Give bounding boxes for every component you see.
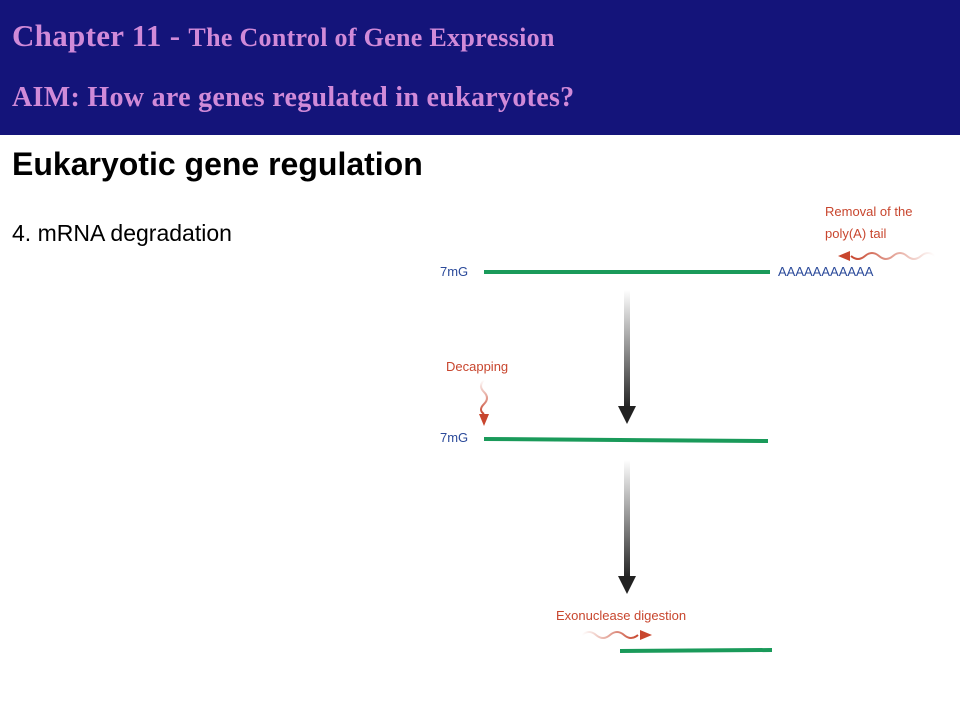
bullet-item: 4. mRNA degradation — [12, 220, 232, 246]
removal-label-line2: poly(A) tail — [825, 226, 887, 241]
cap-label-2: 7mG — [440, 430, 468, 445]
mrna-strand-3 — [619, 648, 773, 653]
down-arrow-2-shaft — [624, 460, 630, 578]
down-arrow-2-head — [618, 576, 636, 594]
title-banner: Chapter 11 - The Control of Gene Express… — [0, 0, 960, 135]
polya-tail-label: AAAAAAAAAAA — [778, 264, 874, 279]
cap-label-1: 7mG — [440, 264, 468, 279]
decapping-arrowhead — [479, 414, 489, 426]
exonuclease-label: Exonuclease digestion — [556, 608, 686, 623]
slide-heading: Eukaryotic gene regulation — [12, 146, 423, 182]
mrna-strand-2 — [483, 437, 769, 443]
decapping-label: Decapping — [446, 359, 508, 374]
aim-text: AIM: How are genes regulated in eukaryot… — [12, 82, 575, 113]
chapter-title: Chapter 11 - The Control of Gene Express… — [12, 18, 555, 54]
down-arrow-1-head — [618, 406, 636, 424]
removal-arrowhead — [838, 251, 850, 261]
exonuclease-arrow — [581, 631, 639, 639]
down-arrow-1-shaft — [624, 290, 630, 408]
removal-label-line1: Removal of the — [825, 204, 912, 219]
chapter-name: The Control of Gene Expression — [188, 23, 555, 52]
chapter-prefix: Chapter 11 - — [12, 18, 189, 53]
removal-arrow — [850, 252, 936, 260]
decapping-arrow — [480, 379, 488, 415]
exonuclease-arrowhead — [640, 630, 652, 640]
